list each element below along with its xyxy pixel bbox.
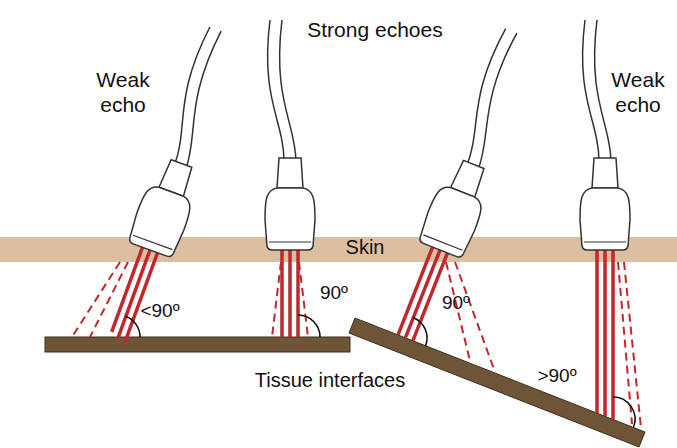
skin-label: Skin <box>325 235 405 259</box>
probe <box>265 20 315 337</box>
angle-label: 90º <box>431 292 481 315</box>
angle-label: >90º <box>527 365 587 388</box>
echo-label: Weak echo <box>88 67 158 117</box>
reflected-beam <box>72 262 641 428</box>
echo-label: Weak echo <box>603 67 673 117</box>
tissue-interface <box>45 337 350 352</box>
skin-band <box>0 237 677 262</box>
interface-label: Tissue interfaces <box>230 368 430 392</box>
angle-arc <box>126 315 636 427</box>
echo-label: Strong echoes <box>275 17 475 42</box>
angle-label: 90º <box>309 282 359 305</box>
probe <box>382 27 547 347</box>
angle-label: <90º <box>130 300 190 323</box>
